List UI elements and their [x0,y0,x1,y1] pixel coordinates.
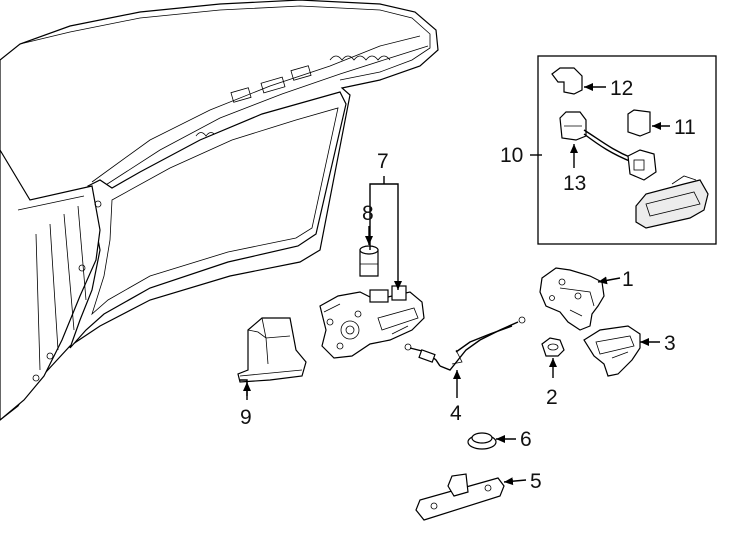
callout-1: 1 [622,268,634,291]
part-actuator-motor [319,285,425,359]
callout-2: 2 [546,386,558,409]
callout-6: 6 [520,428,532,451]
part-release-cable [404,316,526,371]
callout-8: 8 [362,202,374,225]
part-cover [237,317,307,383]
callout-9: 9 [240,406,252,429]
callout-4: 4 [450,402,462,425]
callout-12: 12 [610,77,633,100]
callout-10: 10 [500,144,523,167]
callout-11: 11 [674,116,696,139]
part-grommet [467,432,497,450]
callout-13: 13 [563,172,586,195]
part-striker [583,325,641,377]
callout-labels: 1 2 3 4 5 6 7 8 9 10 11 12 13 [240,77,696,493]
part-nut [541,337,565,357]
callout-5: 5 [530,470,542,493]
callout-7: 7 [377,150,389,173]
callout-3: 3 [664,332,676,355]
part-switch [627,109,651,137]
part-release-switch [635,175,709,229]
part-latch [539,267,605,331]
inset-box [537,55,717,245]
leader-lines [240,83,670,486]
part-bump-stop [359,245,379,277]
part-wiring-harness [559,111,657,181]
part-clip [551,67,583,95]
part-striker-plate [415,473,505,521]
trunk-lid [0,0,439,421]
